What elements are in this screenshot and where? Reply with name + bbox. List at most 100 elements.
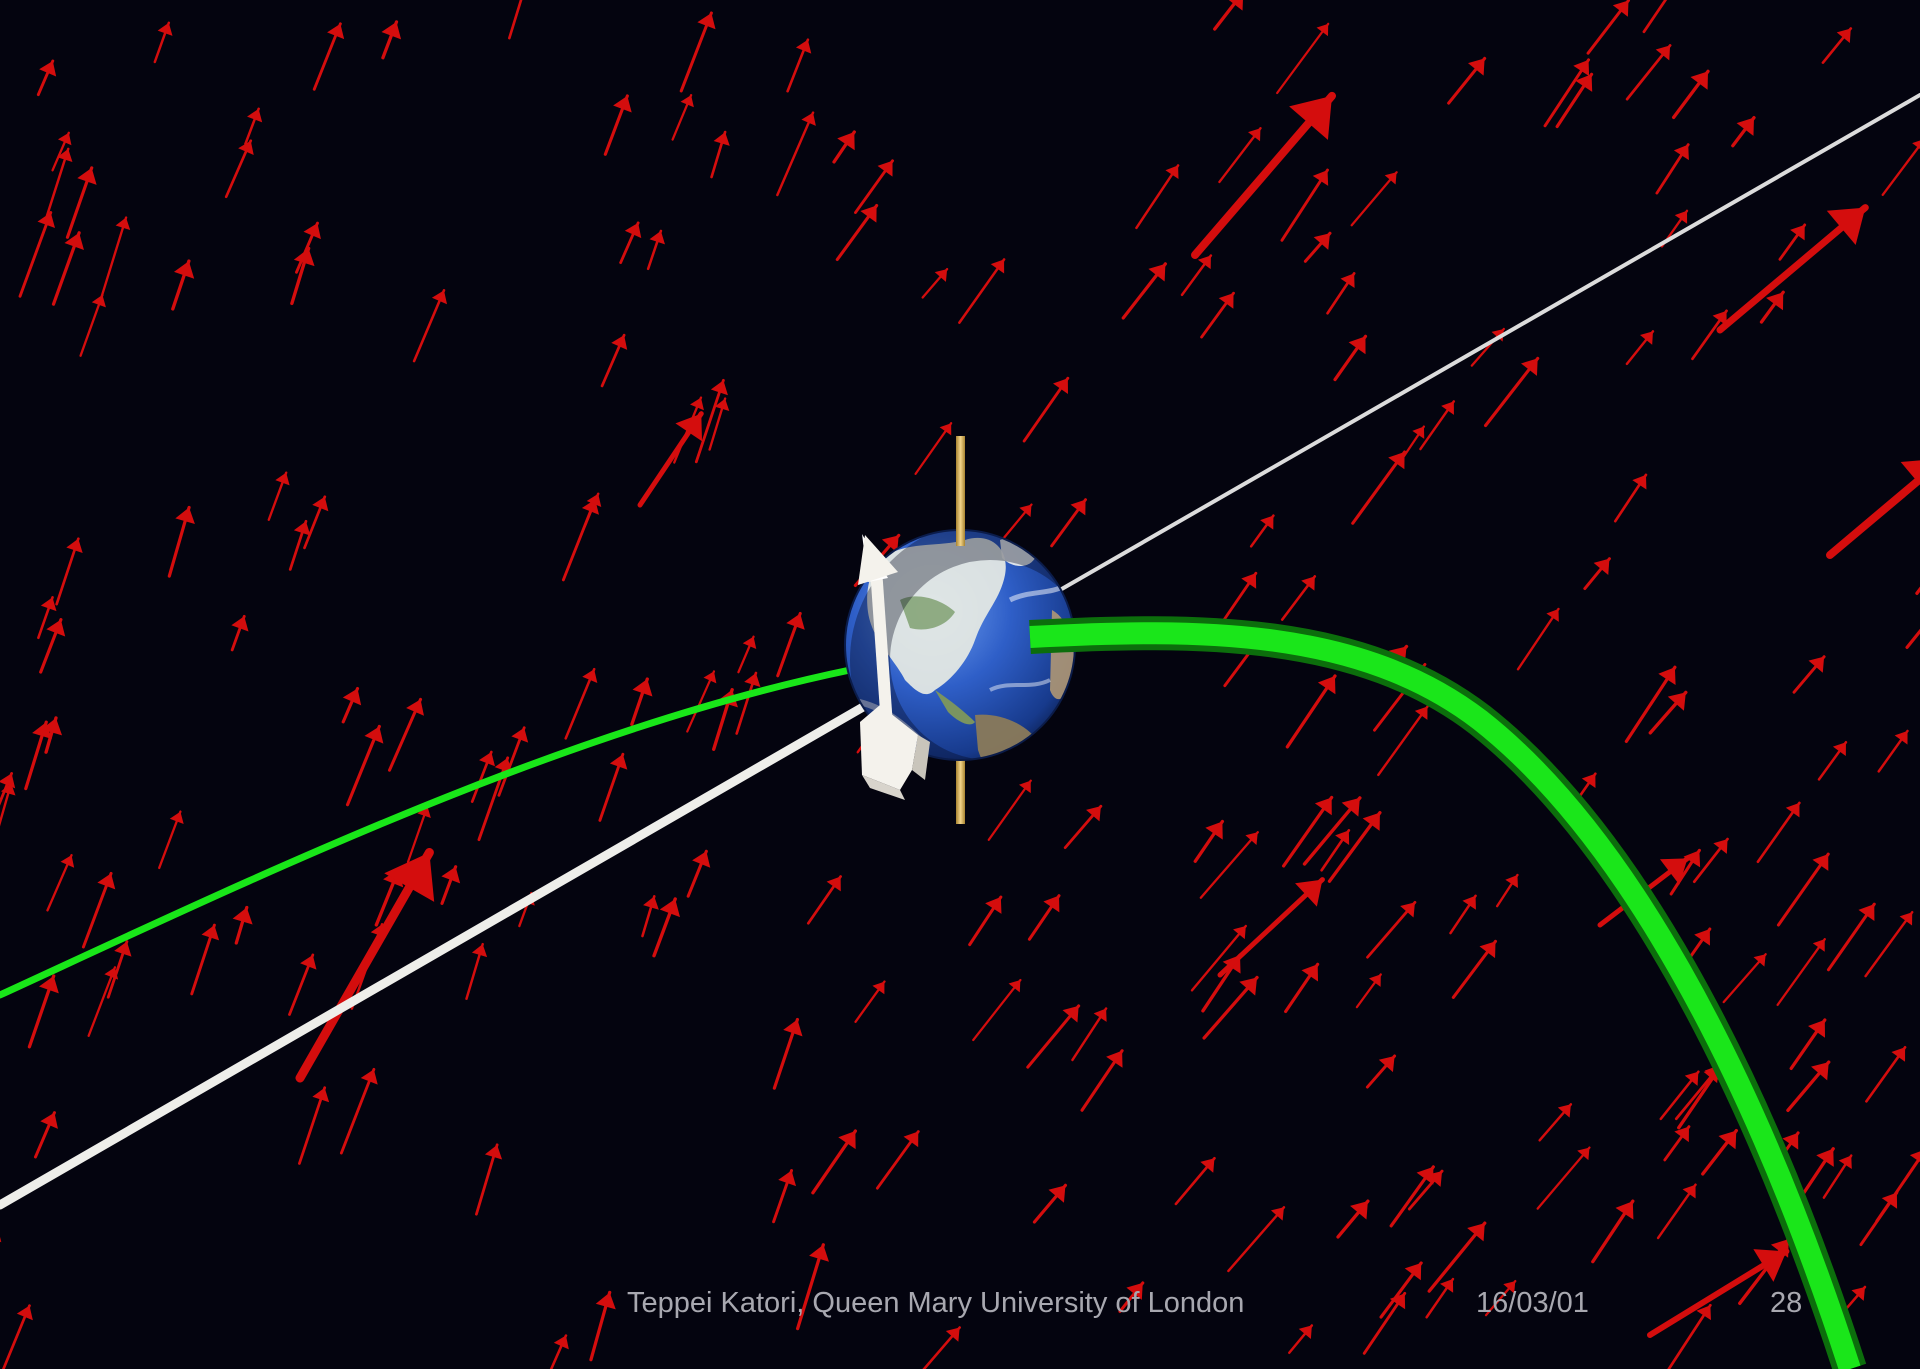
field-arrow-head xyxy=(1718,1130,1737,1150)
field-arrow-head xyxy=(714,398,730,412)
field-arrow-head xyxy=(0,783,16,796)
field-arrow-head xyxy=(1462,895,1476,910)
field-arrow-large-head xyxy=(1289,95,1333,140)
field-arrow-head xyxy=(553,1335,569,1350)
field-arrow-large-head xyxy=(1900,460,1920,485)
field-arrow-head xyxy=(1298,1325,1312,1339)
field-arrow-head xyxy=(690,397,704,411)
field-arrow-head xyxy=(1712,310,1727,326)
field-arrow-head xyxy=(46,619,66,637)
field-arrow-head xyxy=(1241,573,1257,589)
field-arrow-head xyxy=(1615,1201,1634,1220)
field-arrow-head xyxy=(1891,1047,1906,1062)
field-arrow-head xyxy=(173,261,195,279)
field-arrow-head xyxy=(595,1292,616,1310)
field-arrow-head xyxy=(697,12,716,30)
field-arrow-head xyxy=(1335,830,1350,845)
field-arrow-head xyxy=(1317,676,1336,695)
field-arrow xyxy=(18,211,53,298)
field-arrow-head xyxy=(1416,1166,1434,1185)
field-arrow-head xyxy=(1479,941,1496,959)
white-trajectory-lower xyxy=(0,698,875,1210)
field-arrow-head xyxy=(1593,558,1610,575)
field-arrow-head xyxy=(1713,839,1728,854)
detector-arrow-icon xyxy=(858,534,930,800)
field-arrow xyxy=(79,293,104,357)
field-arrow-head xyxy=(1577,1147,1590,1161)
field-arrow-head xyxy=(1790,224,1805,241)
field-arrow-head xyxy=(1239,977,1258,996)
field-arrow xyxy=(339,1067,376,1155)
field-arrow-head xyxy=(1093,1008,1107,1022)
field-arrow-head xyxy=(877,160,893,177)
field-arrow-head xyxy=(1070,499,1086,516)
field-arrow-head xyxy=(38,976,59,994)
field-arrow-head xyxy=(511,727,529,743)
field-arrow-head xyxy=(37,212,56,229)
field-arrow-head xyxy=(471,944,488,958)
field-arrow-head xyxy=(60,855,75,868)
field-arrow-head xyxy=(1694,928,1710,946)
field-arrow-head xyxy=(275,472,290,486)
field-arrow-head xyxy=(1348,336,1366,355)
field-arrow-head xyxy=(1858,904,1875,921)
field-arrow-head xyxy=(1682,1184,1696,1199)
field-arrow xyxy=(987,779,1032,841)
field-arrow-head xyxy=(1389,1293,1406,1310)
field-arrow-head xyxy=(312,1087,330,1103)
footer-date: 16/03/01 xyxy=(1476,1287,1589,1319)
field-arrow-head xyxy=(1404,1262,1422,1281)
field-arrow-head xyxy=(903,1131,919,1148)
field-arrow-head xyxy=(609,754,628,770)
field-arrow-head xyxy=(1557,1104,1571,1118)
field-arrow-head xyxy=(327,23,345,40)
field-arrow-head xyxy=(1894,730,1908,745)
field-arrow-head xyxy=(1832,742,1846,756)
field-arrow-head xyxy=(201,925,220,941)
field-arrow-large-head xyxy=(1295,879,1323,907)
field-arrow-head xyxy=(1468,58,1485,76)
field-arrow-head xyxy=(16,1305,33,1321)
field-arrow xyxy=(1218,127,1262,184)
field-arrow-head xyxy=(406,699,424,716)
field-arrow-head xyxy=(1811,1062,1829,1081)
field-arrow-head xyxy=(1581,773,1596,789)
field-arrow-head xyxy=(881,535,899,553)
field-arrow-large-head xyxy=(1659,858,1688,885)
field-arrow-head xyxy=(1575,74,1593,92)
field-arrow xyxy=(686,670,716,733)
field-arrow-head xyxy=(837,132,855,151)
field-arrow-head xyxy=(659,899,681,918)
field-arrow-large xyxy=(295,847,434,1083)
field-arrow xyxy=(1756,801,1801,864)
field-arrow-head xyxy=(1546,608,1559,622)
field-arrow-head xyxy=(1362,812,1380,831)
field-arrow-head xyxy=(1400,902,1415,918)
field-arrow-head xyxy=(649,230,665,245)
field-arrow-head xyxy=(939,423,952,436)
field-arrow xyxy=(1905,628,1920,649)
field-arrow-head xyxy=(1782,1132,1799,1150)
field-arrow-head xyxy=(1341,797,1360,817)
field-arrow-head xyxy=(1766,292,1784,311)
field-arrow-head xyxy=(1247,128,1261,142)
field-arrow-head xyxy=(57,148,73,163)
field-arrow-head xyxy=(342,688,362,706)
field-arrow-large xyxy=(1217,877,1325,978)
field-arrow xyxy=(1227,1206,1286,1273)
field-arrow xyxy=(1135,164,1180,230)
field-arrow-head xyxy=(934,269,948,282)
field-arrow-head xyxy=(1228,0,1243,11)
field-arrow-head xyxy=(40,1112,58,1129)
field-arrow-head xyxy=(300,954,317,970)
field-arrow-head xyxy=(360,1069,378,1085)
field-arrow xyxy=(1642,0,1668,34)
field-arrow-head xyxy=(1467,1223,1485,1242)
field-arrow-head xyxy=(1378,1055,1395,1073)
field-arrow-head xyxy=(238,140,254,156)
field-arrow-head xyxy=(809,1244,829,1262)
field-arrow-head xyxy=(231,616,249,632)
field-arrow-head xyxy=(713,132,730,146)
field-arrow xyxy=(1881,143,1920,196)
field-arrow-head xyxy=(1808,1019,1826,1038)
